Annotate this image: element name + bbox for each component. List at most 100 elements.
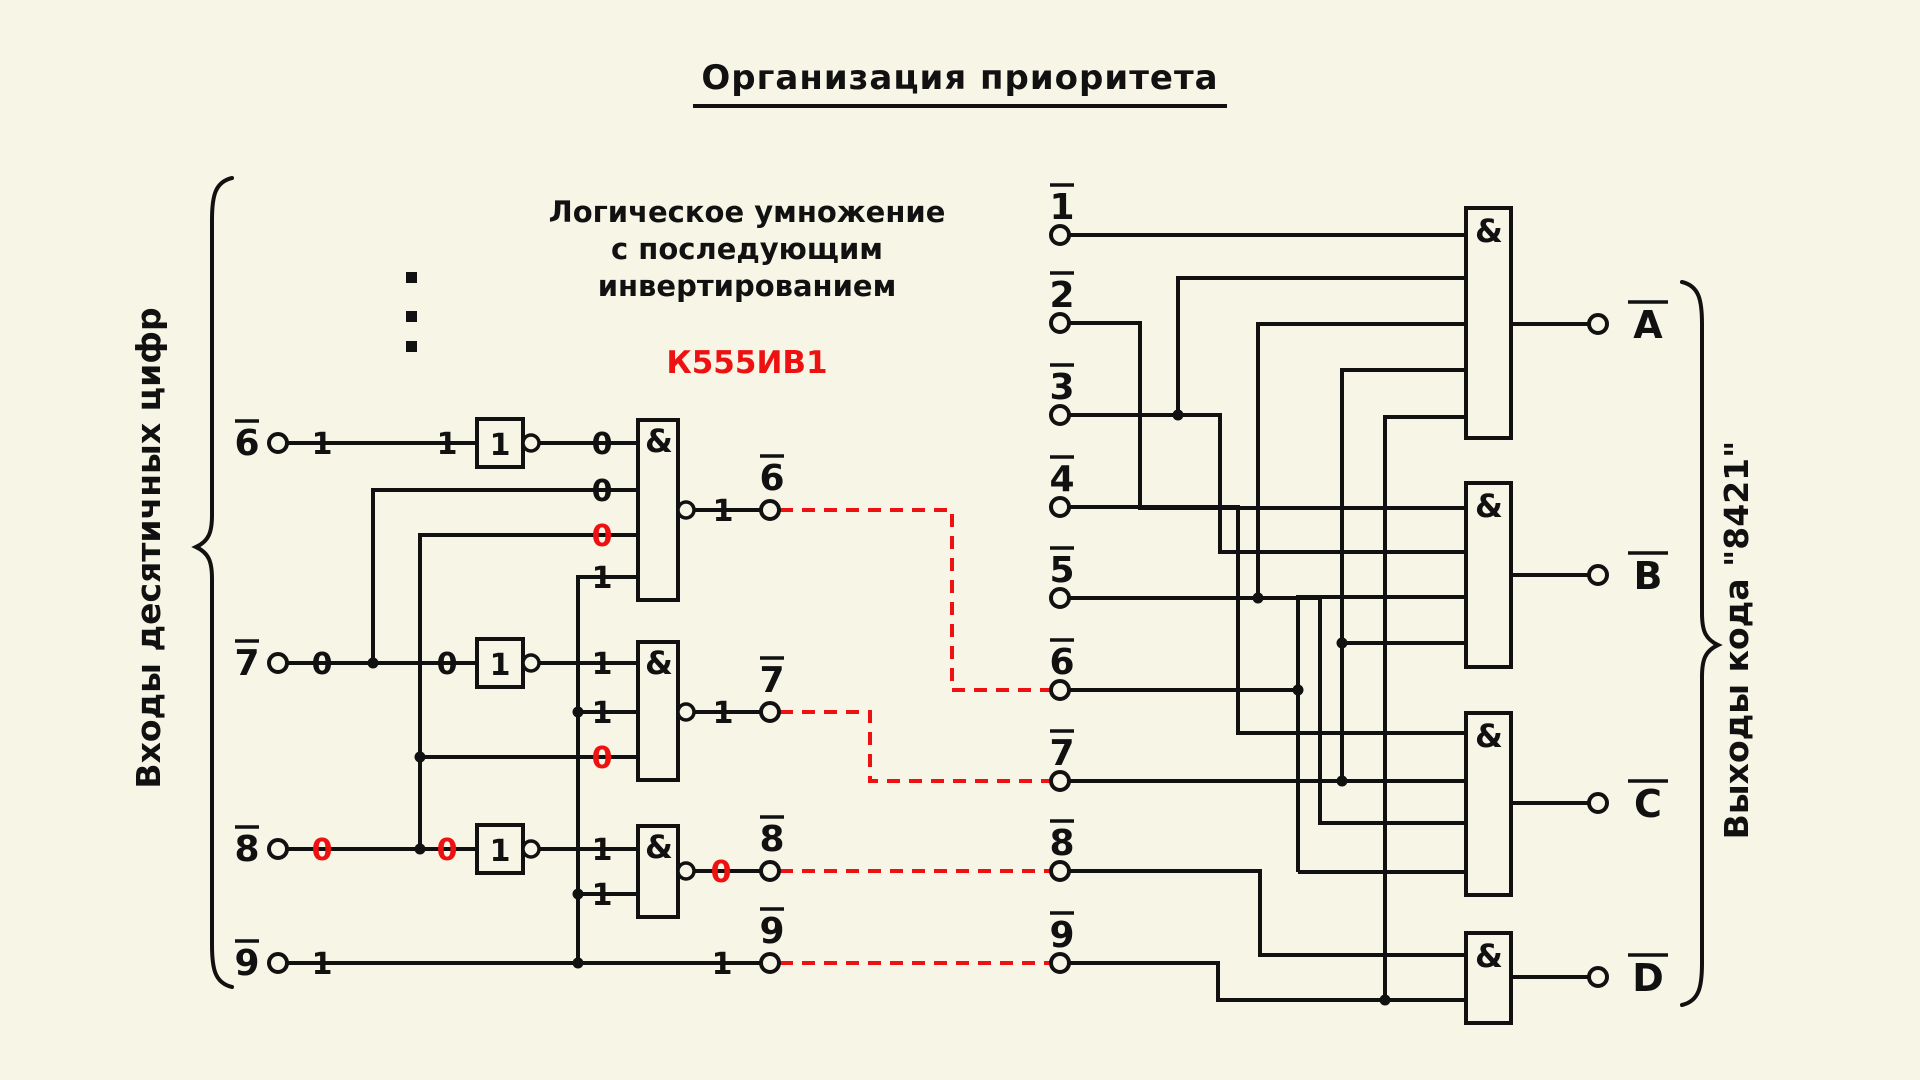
inverter-7-symbol: 1 — [490, 648, 511, 683]
junction-dot — [1252, 592, 1264, 604]
terminal-stage1-out-7 — [759, 701, 781, 723]
value-g6-in3: 0 — [592, 519, 613, 554]
nand-gate-8-symbol: & — [645, 828, 673, 866]
terminal-output-b — [1587, 564, 1609, 586]
nand-gate-7-symbol: & — [645, 644, 673, 682]
terminal-stage2-in-9 — [1049, 952, 1071, 974]
wire-7-branch-to-gate-a — [1340, 368, 1466, 781]
nand-gate-6-symbol: & — [645, 422, 673, 460]
label-right-2: 2 — [1049, 275, 1074, 316]
junction-dot — [572, 706, 584, 718]
value-6-b: 1 — [437, 427, 458, 462]
value-g7-in2: 1 — [592, 696, 613, 731]
label-right-4: 4 — [1049, 459, 1074, 500]
wire-8-to-gate-d — [1069, 869, 1466, 957]
caption-outputs-group: Выходы кода "8421" — [1717, 441, 1756, 840]
label-right-7: 7 — [1049, 733, 1074, 774]
inverter-6-bubble — [521, 433, 541, 453]
wire-5-branch-to-gate-a — [1256, 322, 1466, 598]
page-title: Организация приоритета — [693, 58, 1227, 108]
caption-method-line3: инвертированием — [598, 269, 897, 303]
ellipsis-dot — [406, 272, 417, 283]
wire-5-to-gate-c — [1069, 596, 1466, 825]
value-g8-in2: 1 — [592, 878, 613, 913]
value-7-c: 1 — [592, 647, 613, 682]
label-input-8: 8 — [234, 829, 259, 870]
value-8-c: 1 — [592, 833, 613, 868]
label-input-6: 6 — [234, 423, 259, 464]
label-mid-9: 9 — [759, 911, 784, 952]
nand-gate-b-symbol: & — [1475, 487, 1503, 525]
gate6-output-bubble — [676, 500, 696, 520]
dashed-link-6 — [780, 508, 1050, 692]
wire-7-branch-to-gate6 — [371, 488, 638, 663]
junction-dot — [414, 843, 426, 855]
caption-chip: К555ИВ1 — [666, 345, 827, 381]
label-right-8: 8 — [1049, 823, 1074, 864]
terminal-output-a — [1587, 313, 1609, 335]
terminal-stage2-in-5 — [1049, 587, 1071, 609]
nand-gate-b — [1464, 481, 1513, 669]
value-6-c: 0 — [592, 427, 613, 462]
label-right-3: 3 — [1049, 367, 1074, 408]
label-input-7: 7 — [234, 643, 259, 684]
junction-dot — [1336, 775, 1348, 787]
inverter-7-bubble — [521, 653, 541, 673]
wire-9-to-gate-d — [1069, 961, 1466, 1002]
inverter-8-symbol: 1 — [490, 834, 511, 869]
value-g6-in4: 1 — [592, 561, 613, 596]
junction-dot — [1336, 637, 1348, 649]
terminal-stage2-in-1 — [1049, 224, 1071, 246]
terminal-stage2-in-3 — [1049, 404, 1071, 426]
label-output-b: B — [1634, 554, 1663, 598]
terminal-stage1-out-6 — [759, 499, 781, 521]
nand-gate-a-symbol: & — [1475, 212, 1503, 250]
label-mid-7: 7 — [759, 660, 784, 701]
label-mid-8: 8 — [759, 819, 784, 860]
junction-dot — [367, 657, 379, 669]
nand-gate-d-symbol: & — [1475, 937, 1503, 975]
junction-dot — [1172, 409, 1184, 421]
value-7-a: 0 — [312, 647, 333, 682]
terminal-stage2-in-4 — [1049, 496, 1071, 518]
value-9-b: 1 — [712, 947, 733, 982]
nand-gate-c — [1464, 711, 1513, 897]
junction-dot — [1292, 684, 1304, 696]
junction-dot — [572, 957, 584, 969]
terminal-input-7 — [267, 652, 289, 674]
dashed-link-7 — [780, 710, 1050, 783]
junction-dot — [414, 751, 426, 763]
title-wrap: Организация приоритета — [0, 58, 1920, 108]
nand-gate-c-symbol: & — [1475, 717, 1503, 755]
wire-9-branch-to-gate-a — [1383, 415, 1466, 1000]
right-brace — [1680, 280, 1723, 1007]
terminal-stage1-out-8 — [759, 860, 781, 882]
terminal-stage2-in-6 — [1049, 679, 1071, 701]
value-9-a: 1 — [312, 947, 333, 982]
terminal-output-d — [1587, 966, 1609, 988]
label-right-6: 6 — [1049, 642, 1074, 683]
label-right-1: 1 — [1049, 187, 1074, 228]
terminal-input-8 — [267, 838, 289, 860]
value-g8-out: 0 — [711, 855, 732, 890]
inverter-6-symbol: 1 — [490, 428, 511, 463]
caption-inputs-group: Входы десятичных цифр — [129, 307, 168, 788]
terminal-output-c — [1587, 792, 1609, 814]
gate8-output-bubble — [676, 861, 696, 881]
label-input-9: 9 — [234, 943, 259, 984]
label-right-5: 5 — [1049, 550, 1074, 591]
value-8-b: 0 — [437, 833, 458, 868]
terminal-stage2-in-8 — [1049, 860, 1071, 882]
junction-dot — [1379, 994, 1391, 1006]
wire-3-branch-to-gate-a — [1176, 276, 1466, 415]
label-output-c: C — [1634, 782, 1662, 826]
label-output-a: A — [1633, 303, 1663, 347]
ellipsis-dot — [406, 311, 417, 322]
terminal-input-9 — [267, 952, 289, 974]
nand-gate-d — [1464, 931, 1513, 1025]
value-g7-in3: 0 — [592, 741, 613, 776]
left-brace — [191, 176, 234, 989]
caption-method-line1: Логическое умножение — [549, 195, 946, 229]
